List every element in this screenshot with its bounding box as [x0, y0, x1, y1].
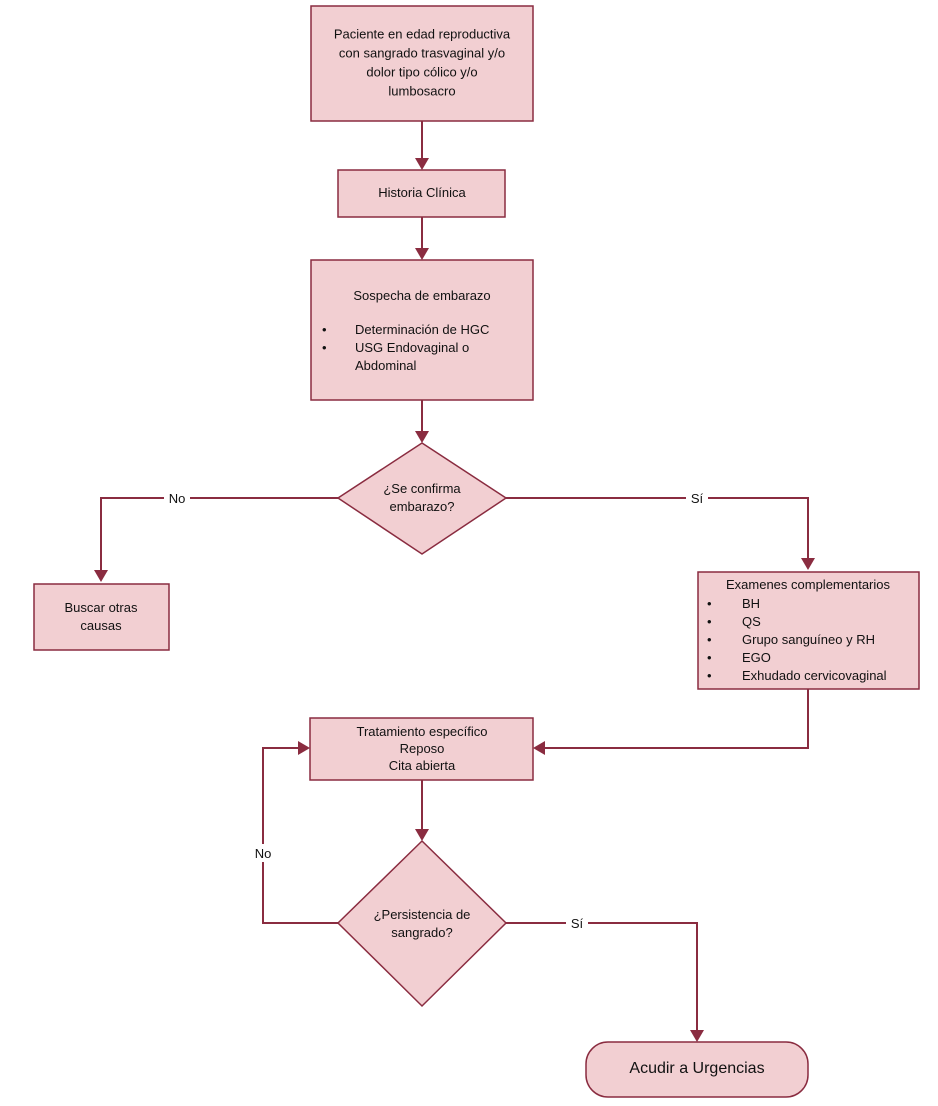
- bullet-icon: •: [707, 650, 712, 665]
- edge-label-pregnancy-no: No: [169, 491, 186, 506]
- edge-label-bleeding-no: No: [255, 846, 272, 861]
- edge-label-pregnancy-yes: Sí: [691, 491, 704, 506]
- bullet-item-text: Abdominal: [355, 358, 417, 373]
- arrowhead-icon: [298, 741, 310, 755]
- node-emergency: Acudir a Urgencias: [585, 1041, 809, 1098]
- node-text-line: sangrado?: [391, 925, 452, 940]
- node-exams: Examenes complementarios • BH • QS • Grupo sa…: [697, 571, 920, 690]
- bullet-icon: •: [707, 596, 712, 611]
- bullet-icon: •: [707, 614, 712, 629]
- edge-labels: No Sí No Sí: [164, 489, 708, 932]
- arrowhead-icon: [415, 829, 429, 841]
- arrowhead-icon: [415, 158, 429, 170]
- emergency-text: Acudir a Urgencias: [629, 1060, 764, 1077]
- patient-text: Paciente en edad reproductiva con sangrad…: [334, 27, 511, 99]
- node-other-causes: Buscar otras causas: [33, 583, 170, 651]
- edge-bleeding-yes: [506, 922, 698, 1030]
- other-causes-text: Buscar otras causas: [65, 600, 138, 633]
- node-text-line: embarazo?: [389, 499, 454, 514]
- node-patient: Paciente en edad reproductiva con sangrad…: [310, 5, 534, 122]
- history-text: Historia Clínica: [378, 185, 466, 200]
- bullet-item-text: BH: [742, 596, 760, 611]
- node-text-line: causas: [80, 618, 122, 633]
- exams-bullet-list: • BH • QS • Grupo sanguíneo y RH • EGO • Exhudado…: [707, 596, 887, 683]
- arrowhead-icon: [801, 558, 815, 570]
- bullet-icon: •: [322, 340, 327, 355]
- node-decision-pregnancy: ¿Se confirma embarazo?: [336, 442, 508, 555]
- arrowhead-icon: [690, 1030, 704, 1042]
- connectors: [94, 121, 815, 1042]
- node-text-line: Tratamiento específico: [356, 724, 487, 739]
- bullet-item-text: Exhudado cervicovaginal: [742, 668, 887, 683]
- node-text-line: Buscar otras: [65, 600, 138, 615]
- node-text-line: con sangrado trasvaginal y/o: [339, 46, 505, 61]
- edge-decision-no: [100, 497, 338, 570]
- arrowhead-icon: [415, 431, 429, 443]
- node-decision-bleeding: ¿Persistencia de sangrado?: [336, 839, 508, 1008]
- node-history: Historia Clínica: [337, 169, 506, 218]
- node-text-line: Reposo: [400, 741, 445, 756]
- bullet-icon: •: [707, 632, 712, 647]
- node-suspicion: Sospecha de embarazo • Determinación de H…: [310, 259, 534, 401]
- bullet-item-text: QS: [742, 614, 761, 629]
- node-text-line: Cita abierta: [389, 758, 456, 773]
- node-text-line: Historia Clínica: [378, 185, 466, 200]
- arrowhead-icon: [533, 741, 545, 755]
- edge-label-bleeding-yes: Sí: [571, 916, 584, 931]
- bullet-item-text: USG Endovaginal o: [355, 340, 469, 355]
- node-text-line: Acudir a Urgencias: [629, 1060, 764, 1077]
- bullet-item-text: Determinación de HGC: [355, 322, 489, 337]
- node-text-line: ¿Persistencia de: [374, 907, 471, 922]
- edge-exams-to-treatment: [545, 689, 809, 749]
- bullet-item-text: Grupo sanguíneo y RH: [742, 632, 875, 647]
- node-text-line: ¿Se confirma: [383, 481, 461, 496]
- node-text-line: lumbosacro: [388, 84, 455, 99]
- arrowhead-icon: [94, 570, 108, 582]
- arrowhead-icon: [415, 248, 429, 260]
- decision-pregnancy-text: ¿Se confirma embarazo?: [383, 481, 461, 514]
- edge-bleeding-no: [262, 747, 338, 924]
- bullet-icon: •: [707, 668, 712, 683]
- exams-title: Examenes complementarios: [726, 577, 891, 592]
- node-text-line: dolor tipo cólico y/o: [366, 65, 477, 80]
- suspicion-bullet-list: • Determinación de HGC • USG Endovaginal o A…: [322, 322, 489, 373]
- bullet-item-text: EGO: [742, 650, 771, 665]
- decision-bleeding-text: ¿Persistencia de sangrado?: [374, 907, 471, 940]
- bullet-icon: •: [322, 322, 327, 337]
- suspicion-title: Sospecha de embarazo: [353, 288, 490, 303]
- edge-decision-yes: [506, 497, 809, 558]
- node-text-line: Paciente en edad reproductiva: [334, 27, 511, 42]
